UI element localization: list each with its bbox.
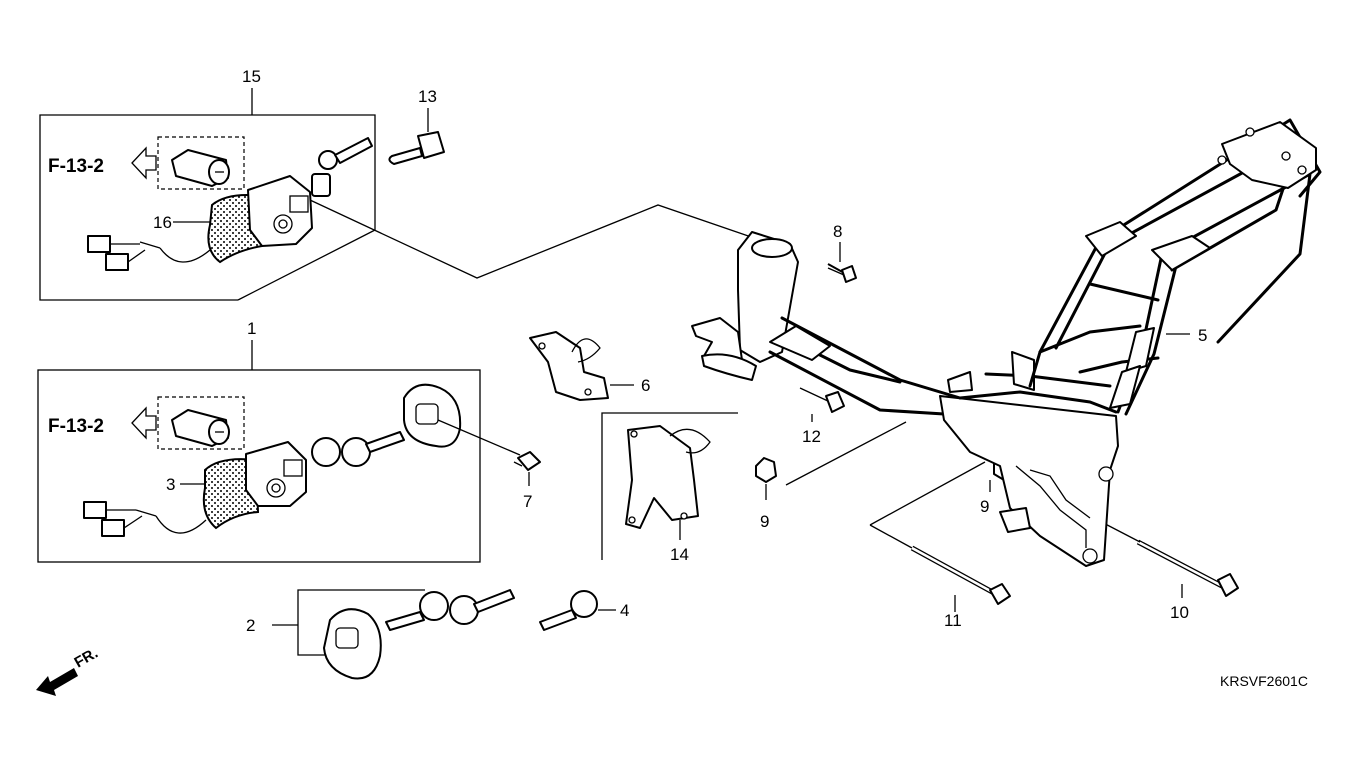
callout-2: 2	[246, 616, 255, 635]
kit-box-15	[39, 88, 376, 301]
screw-7	[513, 451, 541, 471]
callout-9-left: 9	[760, 512, 769, 531]
ignition-switch-16	[87, 175, 313, 271]
key-4	[539, 590, 598, 631]
bolt-8	[827, 263, 857, 283]
ref-arrow-left-icon	[131, 146, 157, 180]
front-label: FR.	[72, 645, 101, 672]
key-blank-13	[388, 131, 445, 165]
ref-label-f-13-2-lower: F-13-2	[48, 416, 104, 437]
bracket-14	[625, 425, 711, 529]
frame-body-5	[691, 118, 1322, 567]
callout-1: 1	[247, 319, 256, 338]
seat-lock-2	[323, 608, 382, 680]
callout-6: 6	[641, 376, 650, 395]
callout-4: 4	[620, 601, 629, 620]
callout-9-right: 9	[980, 497, 989, 516]
lock-cylinder-lower	[171, 409, 230, 447]
key-pair-group-1	[311, 431, 405, 467]
nut-9-left	[755, 457, 777, 483]
bracket-6	[529, 331, 609, 401]
callout-7: 7	[523, 492, 532, 511]
key-pair-2	[385, 589, 515, 631]
callout-15: 15	[242, 67, 261, 86]
front-direction-arrow-icon	[36, 668, 78, 696]
callout-5: 5	[1198, 326, 1207, 345]
callout-16: 16	[153, 213, 172, 232]
callout-10: 10	[1170, 603, 1189, 622]
callout-3: 3	[166, 475, 175, 494]
drawing-code: KRSVF2601C	[1220, 673, 1308, 689]
callout-14: 14	[670, 545, 689, 564]
ref-arrow-left-icon-2	[131, 406, 157, 440]
key-group-15	[311, 137, 373, 197]
callout-8: 8	[833, 222, 842, 241]
callout-11: 11	[944, 611, 962, 630]
lock-cylinder-upper	[171, 149, 230, 187]
kit-box-1	[37, 340, 481, 563]
bolt-10	[1136, 539, 1239, 597]
ignition-switch-3	[83, 441, 307, 537]
seat-lock-housing	[403, 383, 462, 448]
callout-12: 12	[802, 427, 821, 446]
bolt-12	[799, 387, 845, 413]
ref-label-f-13-2-upper: F-13-2	[48, 156, 104, 177]
callout-13: 13	[418, 87, 437, 106]
bolt-11	[910, 545, 1011, 605]
